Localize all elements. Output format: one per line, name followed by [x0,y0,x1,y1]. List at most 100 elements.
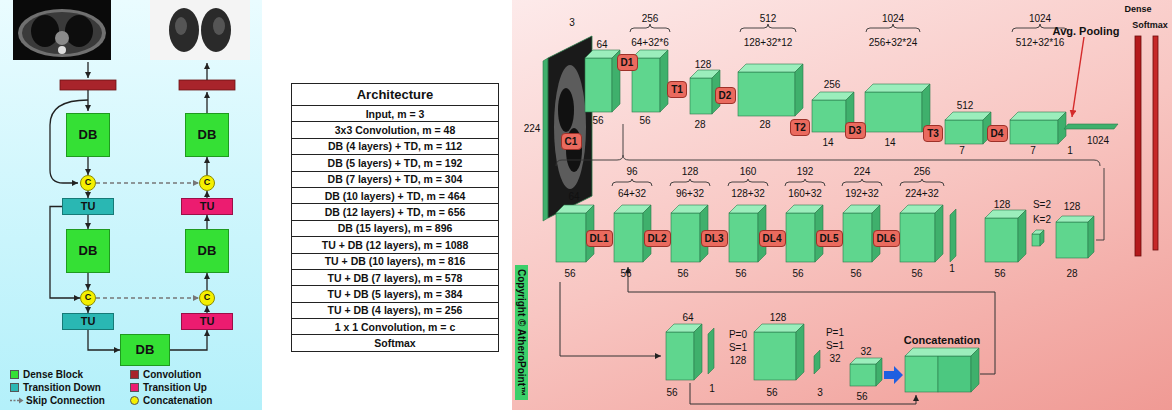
node-text: C [204,293,211,303]
dimension-number: 128+32*12 [744,37,793,48]
node-text: D3 [849,125,862,136]
dimension-number: 256+32*24 [869,37,918,48]
node-text: DB [79,128,98,142]
transition-down-box: TU [62,313,114,330]
dimension-number: 256 [642,13,659,24]
flow-arrow [87,306,88,313]
dimension-number: 1 [709,383,715,394]
dashed-arrow-sample [10,399,19,400]
node-text: D1 [621,57,634,68]
dimension-number: 128 [994,199,1011,210]
dimension-number: 1 [1067,145,1073,156]
dimension-number: 512 [760,13,777,24]
legend-text: Transition Up [143,382,207,393]
legend-text: Convolution [143,369,201,380]
dimension-number: 256 [824,79,841,90]
dimension-number: 192+32 [845,188,879,199]
dimension-number: 56 [564,268,575,279]
dimension-number: 32 [829,353,840,364]
input-image-slab [543,36,592,221]
dimension-number: 1 [949,263,955,274]
legend-text: Transition Down [23,382,101,393]
layer-tag: C1 [561,133,582,150]
legend-text: Concatenation [143,395,212,406]
node-text: C [85,178,92,188]
dimension-number: 56 [735,268,746,279]
dimension-number: 160 [740,166,757,177]
node-text: DL1 [590,233,609,244]
flow-arrow [87,157,88,175]
table-cell: DB (10 layers) + TD, m = 464 [292,187,498,203]
table-header: Architecture [292,84,498,105]
annotation: Dense [1124,5,1151,15]
table-cell: TU + DB (4 layers), m = 256 [292,302,498,318]
dimension-number: 224+32 [905,188,939,199]
dimension-number: 56 [911,268,922,279]
legend-swatch [10,370,19,379]
node-text: DL3 [705,233,724,244]
table-cell: DB (5 layers) + TD, m = 192 [292,154,498,170]
dimension-number: 128 [1064,201,1081,212]
table-cell: DB (15 layers), m = 896 [292,220,498,236]
ct-input-image [13,0,111,60]
dense-block: DB [120,334,170,366]
transition-up-box: TU [181,313,233,330]
node-text: C1 [565,136,578,147]
dimension-number: 14 [822,137,833,148]
dimension-number: 56 [677,268,688,279]
dimension-number: 1024 [882,13,904,24]
legend-text: Skip Connection [26,395,105,406]
dimension-number: 56 [666,387,677,398]
dimension-number: 64+32*6 [631,37,669,48]
flow-arrow [87,191,88,198]
concatenation-circle: C [80,175,96,191]
dimension-number: 28 [759,119,770,130]
dimension-number: 64 [682,312,693,323]
dimension-number: 3 [817,387,823,398]
layer-tag: D1 [617,54,638,71]
dimension-number: 96+32 [676,188,704,199]
node-text: D4 [991,128,1004,139]
flow-arrow [206,215,207,229]
segmented-lung-image [150,0,250,60]
node-text: TU [81,200,96,212]
dimension-number: 32 [860,346,871,357]
layer-tag: DL2 [644,230,671,247]
node-text: C [204,178,211,188]
legend-text: Dense Block [23,369,83,380]
table-cell: 1 x 1 Convolution, m = c [292,318,498,334]
dense-softmax-bars [1135,36,1158,256]
dimension-number: 56 [856,391,867,402]
legend-item: Skip Connection [10,394,105,406]
dense-layer-cubes [556,205,1094,262]
dimension-number: 96 [626,166,637,177]
layer-tag: T3 [923,125,943,142]
flow-arrow [87,273,88,290]
layer-tag: DL4 [759,230,786,247]
layer-tag: DL1 [586,230,613,247]
node-text: TU [81,315,96,327]
dimension-number: 224 [524,123,541,134]
dimension-number: 256 [914,166,931,177]
dimension-number: P=1 [826,327,844,338]
node-text: TU [200,315,215,327]
layer-tag: D3 [845,122,866,139]
dimension-number: 1024 [1087,135,1109,146]
dimension-number: 7 [959,145,965,156]
table-cell: TU + DB (10 layers), m = 816 [292,253,498,269]
flow-arrow [170,330,207,350]
dense-block: DB [66,113,110,157]
dimension-number: 56 [766,387,777,398]
table-cell: TU + DB (12 layers), m = 1088 [292,236,498,252]
dimension-number: 64 [568,191,579,202]
dimension-number: 56 [639,115,650,126]
dimension-number: 192 [797,166,814,177]
dimension-number: 56 [792,268,803,279]
dimension-number: 14 [884,137,895,148]
layout-arrows [50,62,207,183]
dimension-number: 1024 [1029,13,1051,24]
dense-block: DB [185,229,229,273]
dense-block: DB [66,229,110,273]
node-text: TU [200,200,215,212]
dimension-number: 56 [850,268,861,279]
